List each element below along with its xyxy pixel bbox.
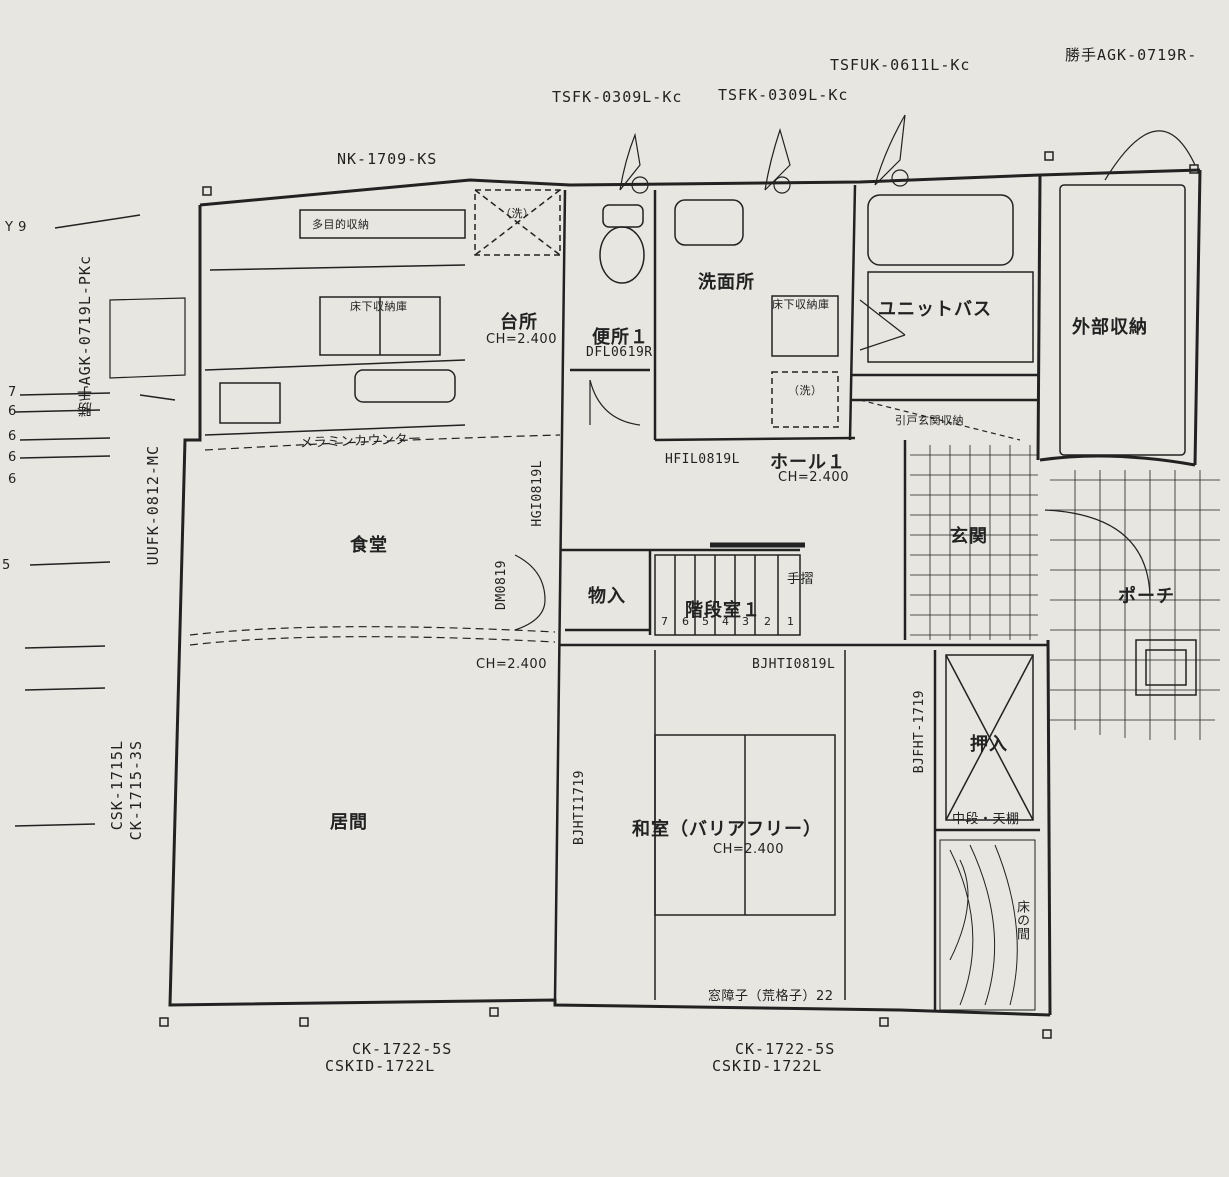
room-kitchen: 台所 [500, 312, 538, 333]
doors [109, 130, 1196, 631]
window-code-uufk: UUFK-0812-MC [144, 445, 162, 566]
margin-num-1: 7 [8, 385, 17, 400]
margin-num-4: 6 [8, 450, 17, 465]
room-entrance: 玄関 [950, 526, 988, 547]
ceiling-height-hall: CH=2.400 [778, 470, 849, 485]
window-code-csk: CSK-1715L [108, 740, 126, 831]
margin-num-2: 6 [8, 404, 17, 419]
window-code-nk: NK-1709-KS [337, 150, 438, 168]
window-code-ck-bottom-right: CK-1722-5S [735, 1040, 836, 1058]
margin-num-3: 6 [8, 429, 17, 444]
kitchen-counter [204, 209, 466, 436]
door-code-bjht-top: BJHTI0819L [752, 657, 836, 672]
stair-step-2: 2 [764, 615, 772, 628]
room-porch: ポーチ [1118, 586, 1175, 607]
entrance-tiles [910, 445, 1220, 740]
closet-shelf-label: 中段・天棚 [952, 812, 1020, 827]
interior-walls [553, 184, 1048, 1010]
ceiling-height-living: CH=2.400 [476, 657, 547, 672]
ceiling-height-japanese: CH=2.400 [713, 842, 784, 857]
stair-step-6: 6 [682, 615, 690, 628]
margin-lines [14, 214, 176, 827]
sanitary-fixtures [474, 184, 1197, 821]
window-code-cskid-bottom-left: CSKID-1722L [325, 1057, 436, 1075]
multi-storage-label: 多目的収納 [312, 218, 370, 231]
tatami-mats [654, 650, 846, 1000]
door-code-bjfht: BJFHT-1719 [912, 690, 927, 774]
door-code-agk-left: 勝手AGK-0719L-PKc [76, 255, 94, 418]
ceiling-height-kitchen: CH=2.400 [486, 332, 557, 347]
room-closet: 押入 [970, 734, 1008, 755]
washer-label: （洗） [788, 384, 823, 397]
vent-symbols [619, 114, 909, 194]
shoji-label: 窓障子（荒格子）22 [708, 989, 834, 1004]
washer-label-kitchen: （洗） [500, 207, 535, 220]
window-code-ck-bottom-left: CK-1722-5S [352, 1040, 453, 1058]
room-toilet: 便所１ [592, 327, 649, 348]
window-code-tsfuk: TSFUK-0611L-Kc [830, 56, 971, 74]
dashed-line [189, 434, 561, 646]
stair-step-1: 1 [787, 615, 795, 628]
door-code-dfl: DFL0619R [586, 345, 653, 360]
door-code-hfil: HFIL0819L [665, 452, 740, 467]
door-code-dm: DM0819 [494, 560, 509, 610]
underfloor-storage-label-2: 床下収納庫 [772, 298, 830, 311]
stair-step-4: 4 [722, 615, 730, 628]
margin-num-6: 5 [2, 558, 11, 573]
room-storage: 物入 [588, 586, 626, 607]
room-japanese: 和室（バリアフリー） [632, 819, 822, 840]
room-living: 居間 [330, 812, 368, 833]
dimension-ticks [159, 151, 1199, 1039]
door-code-bjht-left: BJHTI1719 [572, 770, 587, 845]
shoe-storage-label: 引戸玄関収納 [895, 414, 964, 427]
wood-grain [939, 839, 1036, 1011]
door-code-agk-right: 勝手AGK-0719R- [1065, 46, 1198, 64]
door-code-hgi: HGI0819L [530, 460, 545, 527]
underfloor-storage-label: 床下収納庫 [350, 300, 408, 313]
margin-y-label: Y 9 [5, 220, 27, 235]
room-unit-bath: ユニットバス [878, 299, 992, 320]
room-stair: 階段室１ [685, 600, 761, 621]
room-hall: ホール１ [770, 452, 846, 473]
window-code-tsfk1: TSFK-0309L-Kc [552, 88, 683, 106]
staircase [654, 542, 805, 636]
room-washroom: 洗面所 [698, 272, 755, 293]
room-dining: 食堂 [350, 535, 388, 556]
window-code-cskid-bottom-right: CSKID-1722L [712, 1057, 823, 1075]
stair-step-3: 3 [742, 615, 750, 628]
tokonoma-label: 床の間 [1014, 900, 1029, 941]
room-external-storage: 外部収納 [1072, 317, 1148, 338]
outer-wall [168, 168, 1202, 1017]
stair-step-7: 7 [661, 615, 669, 628]
handrail-label: 手摺 [787, 572, 815, 587]
stair-step-5: 5 [702, 615, 710, 628]
margin-num-5: 6 [8, 472, 17, 487]
window-code-ck: CK-1715-3S [127, 740, 145, 841]
window-code-tsfk2: TSFK-0309L-Kc [718, 86, 849, 104]
